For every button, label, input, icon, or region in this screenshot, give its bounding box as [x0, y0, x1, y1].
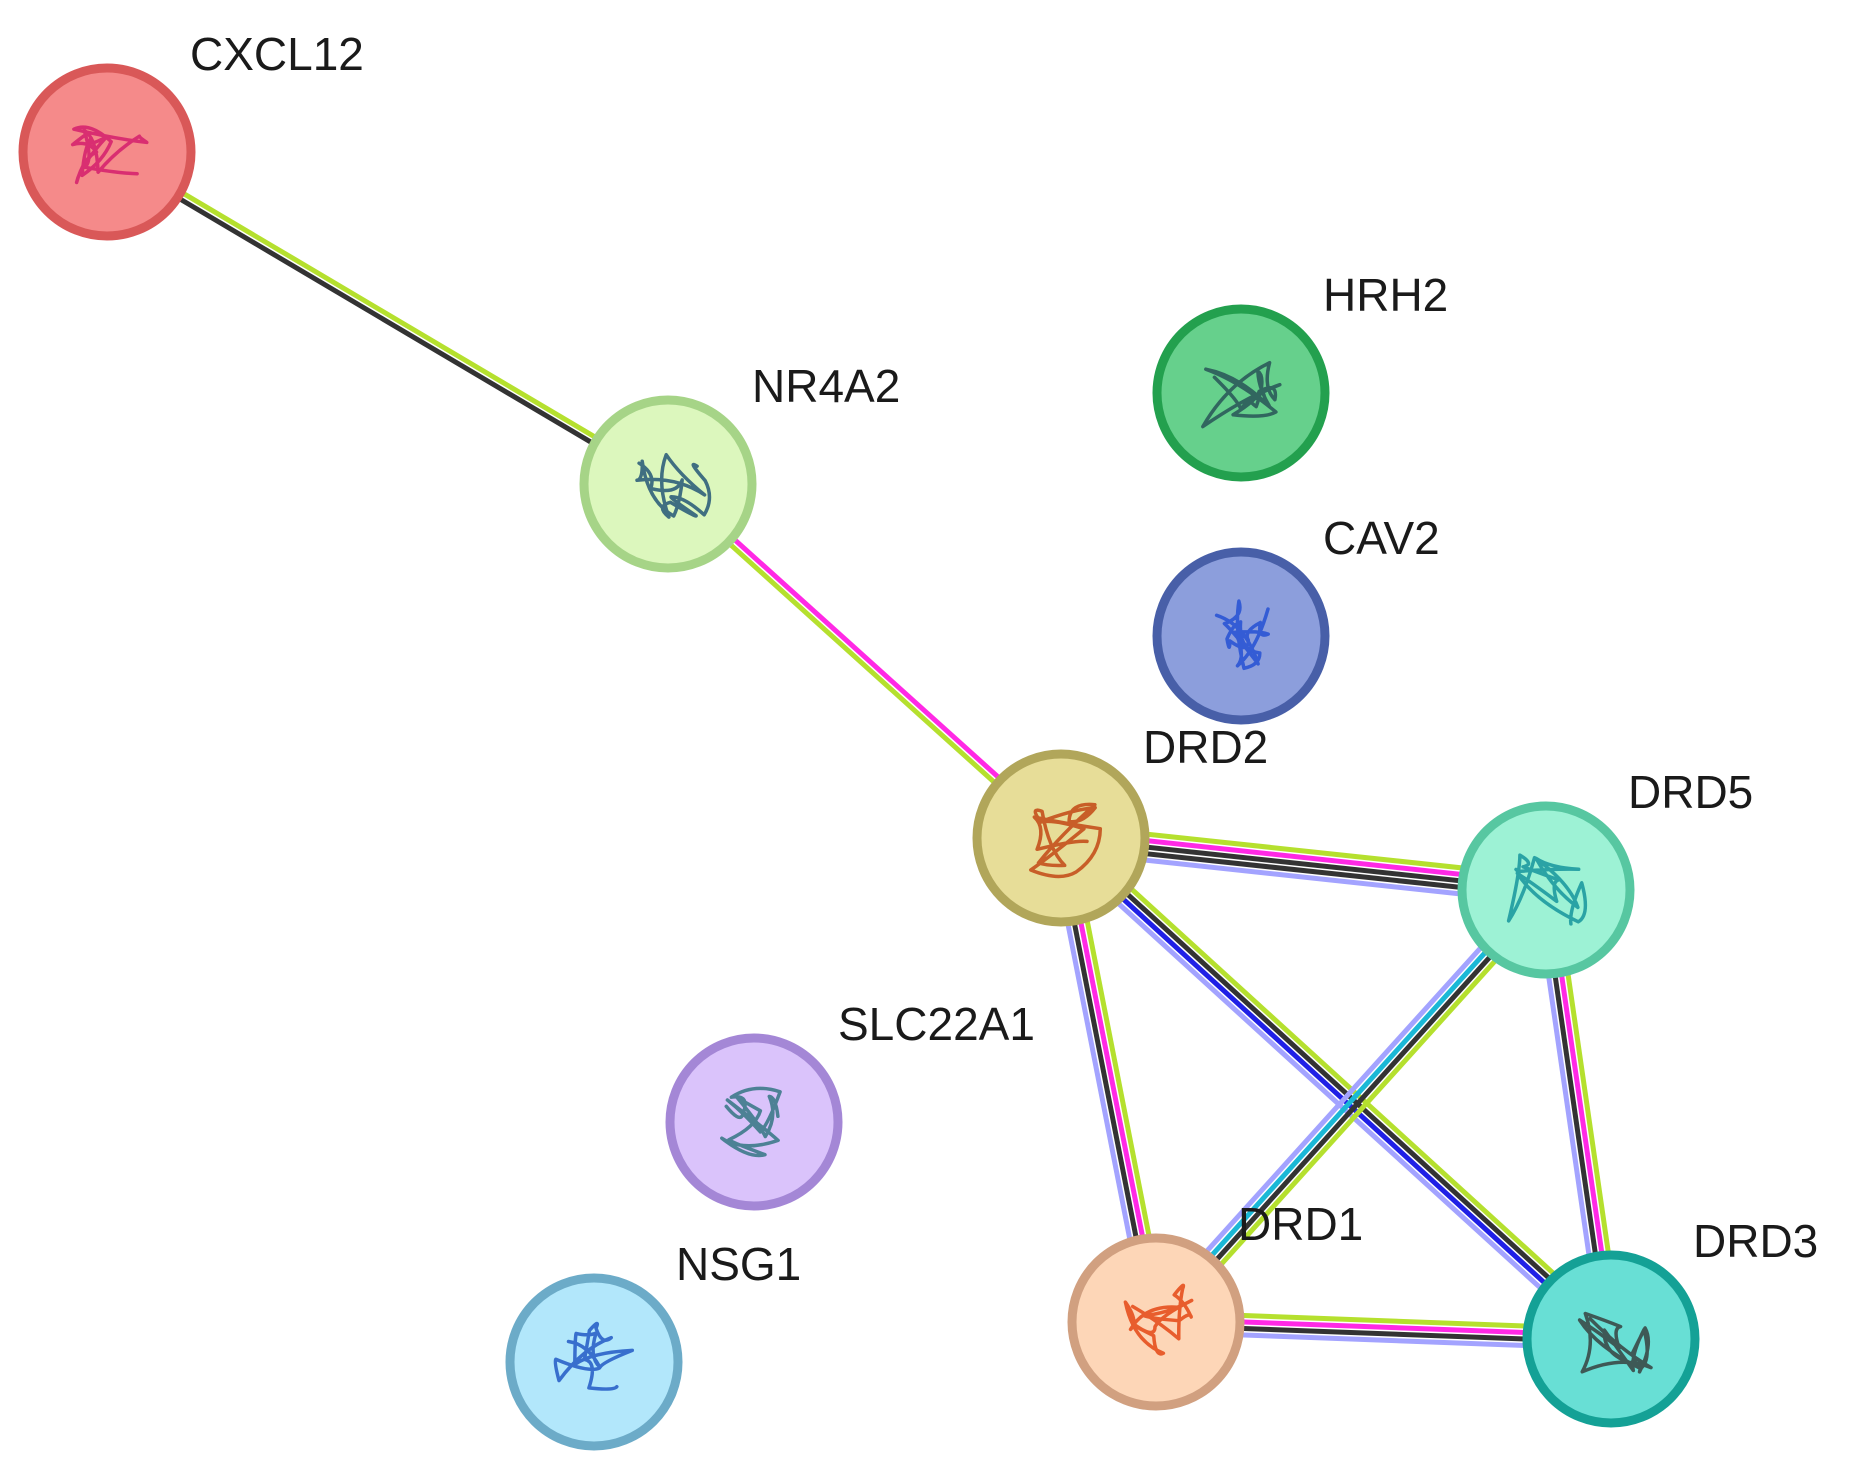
node-cxcl12[interactable] — [18, 63, 196, 241]
edge-evidence-line — [1065, 828, 1620, 1334]
edge-evidence-line — [104, 152, 668, 489]
node-circle[interactable] — [1457, 801, 1635, 979]
edge-drd5-drd1[interactable] — [1146, 881, 1556, 1331]
protein-structure-icon — [70, 125, 149, 185]
protein-structure-icon — [1577, 1311, 1653, 1374]
edge-layer — [104, 147, 1624, 1352]
node-label-nsg1: NSG1 — [676, 1238, 801, 1290]
node-label-slc22a1: SLC22A1 — [838, 998, 1035, 1050]
node-drd5[interactable] — [1457, 801, 1635, 979]
protein-structure-icon — [1029, 802, 1103, 879]
edge-evidence-line — [1151, 886, 1546, 1322]
protein-structure-icon — [635, 452, 712, 519]
protein-structure-icon — [1506, 853, 1588, 926]
node-label-drd1: DRD1 — [1238, 1198, 1363, 1250]
protein-structure-icon — [1214, 599, 1270, 671]
protein-structure-icon — [720, 1086, 782, 1158]
node-label-drd3: DRD3 — [1693, 1215, 1818, 1267]
node-drd3[interactable] — [1522, 1250, 1700, 1428]
edge-evidence-line — [1061, 833, 1615, 1339]
edge-evidence-line — [1161, 894, 1556, 1331]
node-label-cav2: CAV2 — [1323, 512, 1440, 564]
node-circle[interactable] — [1152, 304, 1330, 482]
edge-evidence-line — [1156, 890, 1551, 1326]
edge-cxcl12-nr4a2[interactable] — [104, 147, 671, 489]
protein-structure-icon — [553, 1321, 635, 1391]
node-label-nr4a2: NR4A2 — [752, 360, 900, 412]
node-label-drd5: DRD5 — [1628, 766, 1753, 818]
node-label-hrh2: HRH2 — [1323, 269, 1448, 321]
edge-evidence-line — [1057, 838, 1611, 1344]
node-drd1[interactable] — [1067, 1233, 1245, 1411]
node-cav2[interactable] — [1152, 547, 1330, 725]
protein-structure-icon — [1123, 1283, 1194, 1356]
node-circle[interactable] — [579, 395, 757, 573]
node-hrh2[interactable] — [1152, 304, 1330, 482]
node-slc22a1[interactable] — [665, 1033, 843, 1211]
edge-evidence-line — [1146, 881, 1541, 1318]
edge-evidence-line — [1052, 843, 1607, 1349]
node-drd2[interactable] — [972, 749, 1150, 927]
node-label-drd2: DRD2 — [1143, 721, 1268, 773]
edge-drd2-drd3[interactable] — [1052, 828, 1620, 1349]
node-nr4a2[interactable] — [579, 395, 757, 573]
node-layer — [18, 63, 1700, 1451]
edge-evidence-line — [107, 147, 671, 484]
protein-structure-icon — [1201, 360, 1282, 429]
node-label-cxcl12: CXCL12 — [190, 28, 364, 80]
node-nsg1[interactable] — [505, 1273, 683, 1451]
